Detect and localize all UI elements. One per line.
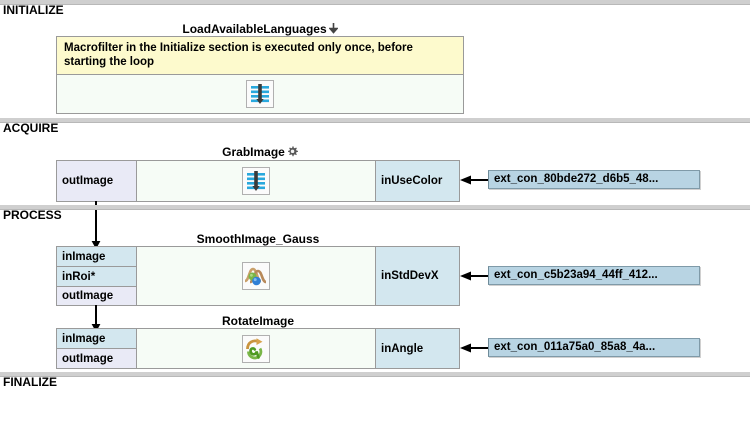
input-port-column-rotate: inAngle: [375, 329, 459, 368]
filter-body-grab-image: [137, 161, 375, 201]
filter-box-rotate-image[interactable]: inImage outImage inAngle: [56, 328, 460, 369]
filter-title-rotate-image: RotateImage: [56, 314, 460, 328]
filter-title-text: SmoothImage_Gauss: [196, 232, 320, 246]
port-out-image[interactable]: outImage: [57, 161, 136, 201]
filter-title-smooth-image-gauss: SmoothImage_Gauss: [56, 232, 460, 246]
connector-arrow-use-color: [460, 174, 490, 186]
filter-body-smooth-image-gauss: [137, 247, 375, 305]
port-column-smooth-image-gauss: inImage inRoi* outImage: [57, 247, 137, 305]
section-rule-finalize: [0, 372, 750, 377]
filter-title-text: RotateImage: [221, 314, 295, 328]
ext-con-std-dev-x[interactable]: ext_con_c5b23a94_44ff_412...: [488, 266, 700, 285]
top-divider: [0, 0, 750, 5]
filter-title-grab-image: GrabImage: [56, 145, 464, 160]
filter-title-load-available-languages: LoadAvailableLanguages: [56, 22, 464, 37]
section-rule-process: [0, 205, 750, 210]
section-label-finalize: FINALIZE: [3, 375, 57, 389]
port-in-image[interactable]: inImage: [57, 329, 136, 349]
filter-title-text: LoadAvailableLanguages: [182, 22, 327, 36]
filter-box-smooth-image-gauss[interactable]: inImage inRoi* outImage inStdDevX: [56, 246, 460, 306]
section-label-initialize: INITIALIZE: [3, 3, 64, 17]
connector-arrow-angle: [460, 342, 490, 354]
section-label-acquire: ACQUIRE: [3, 121, 59, 135]
connector-arrow-std-dev-x: [460, 270, 490, 282]
port-in-use-color[interactable]: inUseColor: [376, 161, 459, 201]
gauss-curve-icon: [242, 262, 270, 290]
filter-body-rotate-image: [137, 329, 375, 368]
port-out-image[interactable]: outImage: [57, 287, 136, 305]
filter-box-load-available-languages[interactable]: Macrofilter in the Initialize section is…: [56, 36, 464, 114]
down-arrow-icon: [327, 23, 339, 37]
ext-con-angle[interactable]: ext_con_011a75a0_85a8_4a...: [488, 338, 700, 357]
filter-title-text: GrabImage: [222, 145, 285, 159]
output-port-column-grab-image: outImage: [57, 161, 137, 201]
filter-body-load-available-languages: [57, 75, 463, 113]
port-column-rotate-image: inImage outImage: [57, 329, 137, 368]
port-out-image[interactable]: outImage: [57, 349, 136, 368]
port-in-image[interactable]: inImage: [57, 247, 136, 267]
rotate-image-icon: [242, 334, 270, 363]
port-in-std-dev-x[interactable]: inStdDevX: [376, 247, 459, 305]
input-port-column-smooth: inStdDevX: [375, 247, 459, 305]
filter-box-grab-image[interactable]: outImage inUseColor: [56, 160, 460, 202]
port-in-angle[interactable]: inAngle: [376, 329, 459, 368]
port-in-roi[interactable]: inRoi*: [57, 267, 136, 287]
macrofilter-step-icon: [246, 80, 274, 108]
macrofilter-step-icon: [242, 167, 270, 195]
section-rule-acquire: [0, 118, 750, 123]
gear-icon[interactable]: [287, 146, 298, 160]
section-label-process: PROCESS: [3, 208, 62, 222]
macrofilter-comment: Macrofilter in the Initialize section is…: [57, 37, 463, 75]
input-port-column-grab-image: inUseColor: [375, 161, 459, 201]
ext-con-use-color[interactable]: ext_con_80bde272_d6b5_48...: [488, 170, 700, 189]
